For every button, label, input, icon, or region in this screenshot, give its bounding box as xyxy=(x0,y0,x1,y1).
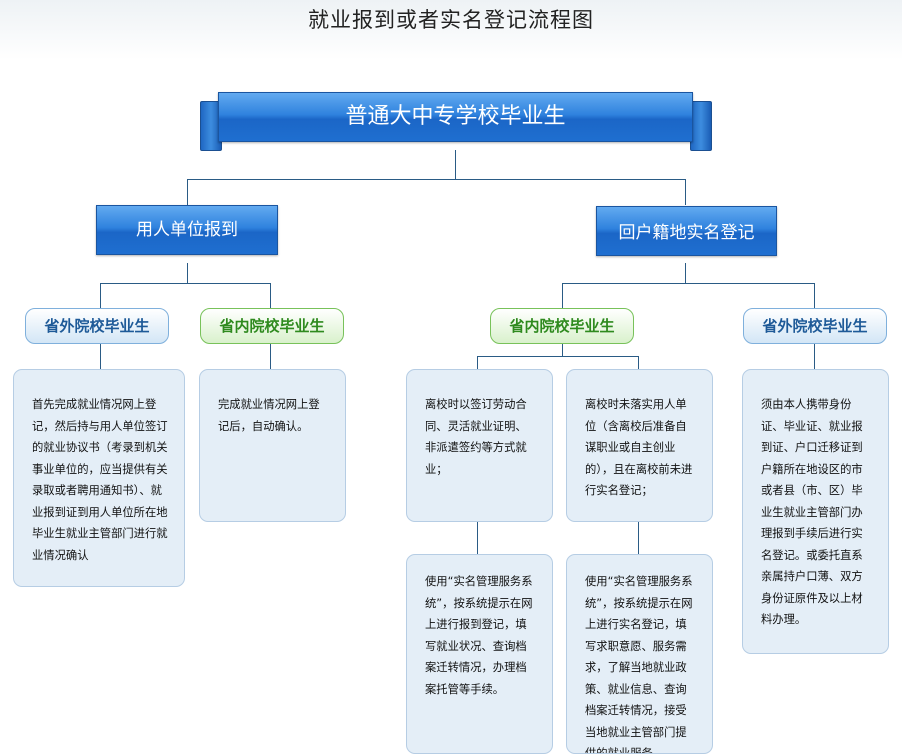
card-employer-outside: 首先完成就业情况网上登记，然后持与用人单位签订的就业协议书（考录到机关事业单位的… xyxy=(13,369,185,587)
connector-line xyxy=(270,343,271,369)
connector-line xyxy=(477,522,478,554)
connector-line xyxy=(685,179,686,205)
connector-line xyxy=(187,179,686,180)
connector-line xyxy=(187,263,188,283)
pill-hometown-inside: 省内院校毕业生 xyxy=(490,308,634,344)
card-employer-inside: 完成就业情况网上登记后，自动确认。 xyxy=(199,369,346,522)
title-band xyxy=(0,0,902,60)
branch-hometown-label: 回户籍地实名登记 xyxy=(618,223,755,243)
card-employed-on-leaving: 离校时以签订劳动合同、灵活就业证明、非派遣签约等方式就业； xyxy=(406,369,553,522)
connector-line xyxy=(187,179,188,205)
connector-line xyxy=(477,356,639,357)
connector-line xyxy=(638,356,639,369)
connector-line xyxy=(814,283,815,308)
branch-hometown: 回户籍地实名登记 xyxy=(596,206,777,256)
connector-line xyxy=(562,283,815,284)
pill-hometown-outside: 省外院校毕业生 xyxy=(743,308,887,344)
page-title: 就业报到或者实名登记流程图 xyxy=(308,8,594,32)
connector-line xyxy=(562,283,563,308)
card-system-report-registration: 使用“实名管理服务系统”，按系统提示在网上进行报到登记，填写就业状况、查询档案迁… xyxy=(406,554,553,754)
card-system-realname-registration: 使用“实名管理服务系统”，按系统提示在网上进行实名登记，填写求职意愿、服务需求，… xyxy=(566,554,713,754)
card-unemployed-on-leaving: 离校时未落实用人单位（含离校后准备自谋职业或自主创业的），且在离校前未进行实名登… xyxy=(566,369,713,522)
connector-line xyxy=(100,283,271,284)
branch-employer-label: 用人单位报到 xyxy=(136,220,238,240)
pill-employer-outside: 省外院校毕业生 xyxy=(25,308,169,344)
connector-line xyxy=(100,343,101,369)
root-right-tab xyxy=(690,101,712,151)
connector-line xyxy=(270,283,271,308)
connector-line xyxy=(100,283,101,308)
root-node: 普通大中专学校毕业生 xyxy=(218,92,693,142)
root-label: 普通大中专学校毕业生 xyxy=(345,104,566,129)
connector-line xyxy=(562,343,563,356)
pill-employer-inside: 省内院校毕业生 xyxy=(200,308,344,344)
connector-line xyxy=(814,343,815,369)
branch-employer: 用人单位报到 xyxy=(96,205,278,255)
card-hometown-outside: 须由本人携带身份证、毕业证、就业报到证、户口迁移证到户籍所在地设区的市或者县（市… xyxy=(742,369,889,654)
connector-line xyxy=(685,263,686,283)
connector-line xyxy=(638,522,639,554)
connector-line xyxy=(455,150,456,179)
connector-line xyxy=(477,356,478,369)
